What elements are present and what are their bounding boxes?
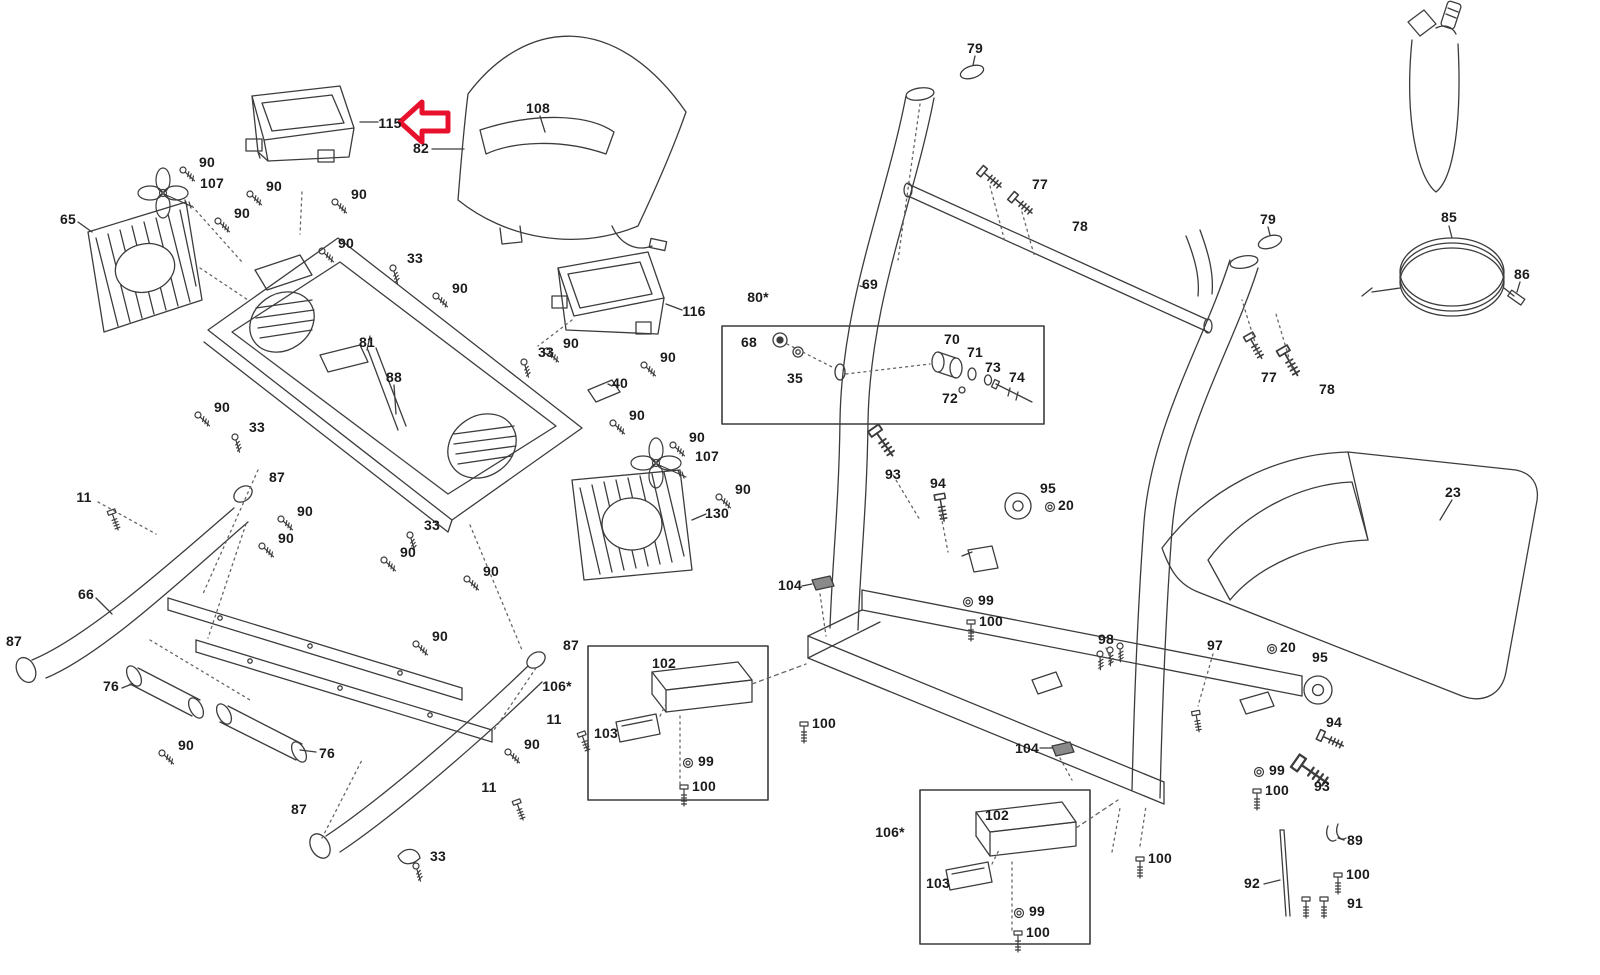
part-108-back-cover bbox=[431, 35, 687, 252]
base-frame bbox=[807, 545, 1303, 805]
part-65-speaker-grille bbox=[77, 201, 203, 333]
part-98-screw bbox=[1092, 649, 1109, 671]
construction-lines-base bbox=[819, 469, 1214, 853]
hardware-icon-33 bbox=[227, 432, 247, 454]
hardware-icon-33 bbox=[385, 263, 405, 285]
part-76-foam-grips bbox=[121, 665, 317, 763]
part-92-rod bbox=[1263, 829, 1291, 917]
part-91-screw bbox=[1301, 896, 1311, 919]
base-rail-right bbox=[309, 651, 546, 859]
part-107-fan-2 bbox=[630, 437, 687, 489]
upright-right bbox=[1131, 229, 1259, 799]
part-79-rings bbox=[959, 55, 1283, 250]
inset-box-80 bbox=[721, 325, 1045, 425]
hardware-icon-100 bbox=[966, 619, 976, 642]
hardware-icon-90 bbox=[638, 360, 660, 378]
part-115-basket bbox=[245, 85, 379, 163]
hardware-icon-100 bbox=[1013, 930, 1023, 953]
hardware-icon-90 bbox=[156, 748, 178, 766]
hardware-icon-90 bbox=[192, 410, 214, 428]
hardware-icon-33 bbox=[402, 530, 422, 552]
cross-rails bbox=[167, 597, 493, 743]
hardware-icon-90 bbox=[316, 246, 338, 264]
hardware-icon-20 bbox=[1044, 501, 1056, 513]
hardware-icon-99 bbox=[1013, 907, 1025, 919]
part-40-bracket bbox=[587, 379, 621, 403]
hardware-icon-11 bbox=[106, 508, 123, 532]
part-116-basket bbox=[551, 251, 683, 335]
hardware-icon-99 bbox=[962, 596, 974, 608]
hardware-icon-90 bbox=[275, 514, 297, 532]
part-107-fan bbox=[137, 167, 194, 219]
part-78-bolt bbox=[1006, 190, 1037, 218]
construction-lines-crossbar bbox=[897, 103, 1293, 369]
construction-lines-left bbox=[97, 191, 573, 839]
hardware-icon-99 bbox=[1253, 766, 1265, 778]
hardware-icon-90 bbox=[502, 747, 524, 765]
hardware-icon-33 bbox=[516, 357, 536, 379]
safety-key bbox=[1407, 0, 1462, 193]
hardware-layer bbox=[106, 165, 1343, 953]
hardware-icon-90 bbox=[410, 639, 432, 657]
hardware-icon-100 bbox=[1135, 856, 1145, 879]
hardware-icon-11 bbox=[576, 730, 593, 754]
part-104-pad bbox=[811, 575, 835, 591]
hardware-icon-99 bbox=[682, 757, 694, 769]
part-66-base-rail bbox=[15, 485, 253, 684]
part-33-clip bbox=[397, 848, 421, 865]
hardware-icon-33 bbox=[408, 861, 428, 883]
part-98-screw-2 bbox=[1102, 645, 1119, 667]
hardware-icon-90 bbox=[541, 346, 563, 364]
part-97-bracket bbox=[1031, 671, 1063, 695]
part-93-bolt bbox=[866, 423, 899, 461]
part-23-hood bbox=[1161, 451, 1539, 700]
part-91-screw-2 bbox=[1319, 896, 1329, 919]
part-93-bolt-2 bbox=[1289, 753, 1334, 792]
hardware-icon-90 bbox=[244, 189, 266, 207]
inset-box-106-left bbox=[587, 645, 769, 801]
hardware-icon-90 bbox=[329, 197, 351, 215]
hardware-icon-90 bbox=[256, 541, 278, 559]
part-69-upright-left bbox=[829, 87, 935, 631]
part-95-wheel-2 bbox=[1303, 675, 1333, 705]
part-130-speaker-grille bbox=[571, 469, 707, 581]
hardware-icon-90 bbox=[177, 165, 199, 183]
hardware-icon-90 bbox=[667, 440, 689, 458]
hardware-icon-90 bbox=[378, 555, 400, 573]
part-104-pad-2 bbox=[1051, 741, 1075, 757]
top-crossbar bbox=[903, 182, 1213, 334]
part-77-bolt-2 bbox=[1242, 331, 1268, 362]
hardware-icon-100 bbox=[799, 721, 809, 744]
hardware-icon-90 bbox=[461, 574, 483, 592]
part-97-bolt bbox=[1190, 709, 1204, 734]
part-85-wire-coil bbox=[1361, 225, 1515, 317]
hardware-icon-100 bbox=[1252, 788, 1262, 811]
hardware-icon-90 bbox=[607, 418, 629, 436]
hardware-icon-90 bbox=[430, 291, 452, 309]
hardware-icon-11 bbox=[511, 798, 528, 822]
highlight-arrow-icon bbox=[397, 99, 451, 145]
hardware-icon-100 bbox=[679, 784, 689, 807]
part-81-console-frame bbox=[203, 237, 583, 533]
hardware-icon-20 bbox=[1266, 643, 1278, 655]
part-95-wheel bbox=[1004, 492, 1032, 520]
hardware-icon-90 bbox=[713, 492, 735, 510]
part-94-bolt-2 bbox=[1315, 728, 1347, 752]
part-89-clip bbox=[1326, 823, 1347, 842]
part-86-plug bbox=[1507, 281, 1526, 306]
inset-box-106-right bbox=[919, 789, 1091, 945]
hardware-icon-100 bbox=[1333, 872, 1343, 895]
hardware-icon-90 bbox=[212, 216, 234, 234]
inset-connectors bbox=[751, 663, 1119, 829]
